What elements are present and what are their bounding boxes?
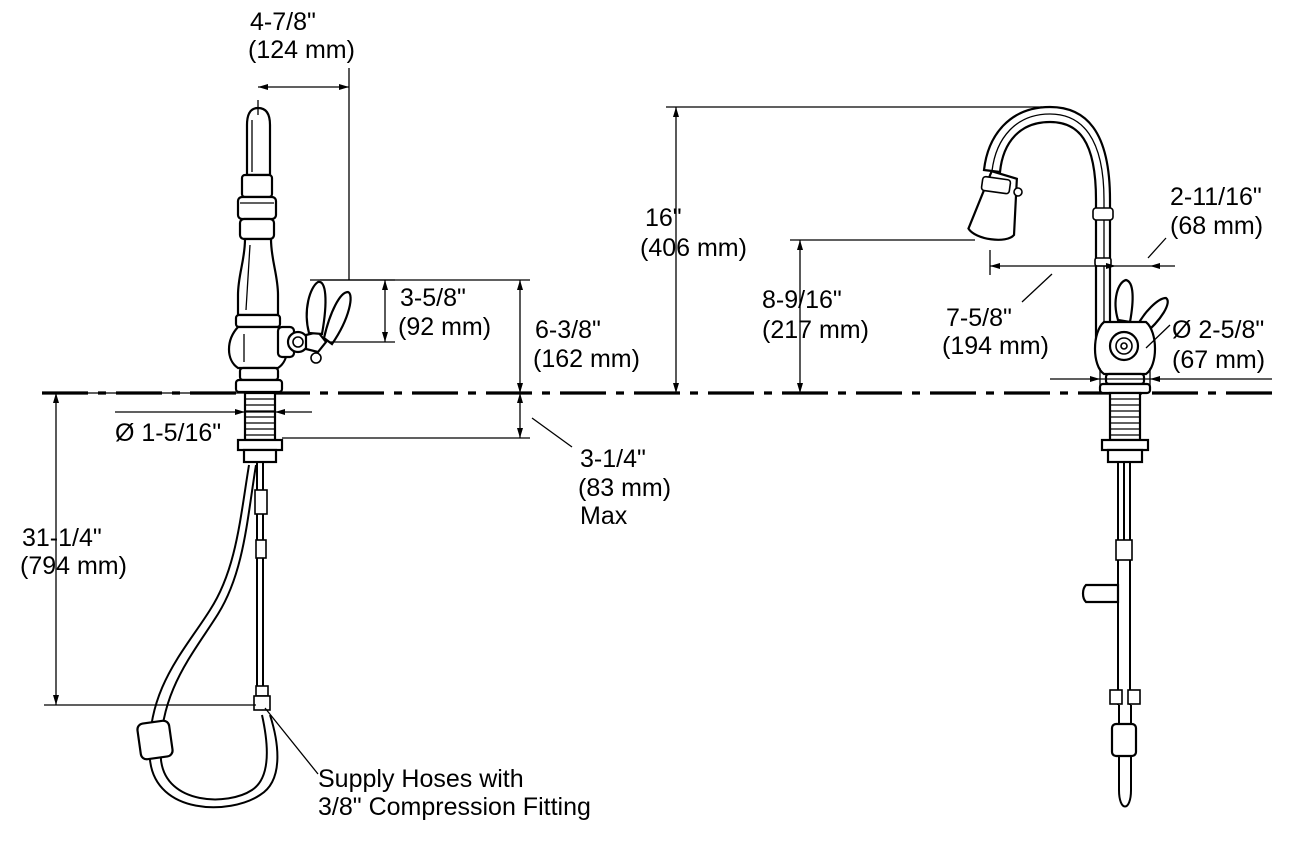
right-faucet-front-view — [967, 105, 1169, 808]
spray-clearance-mm: (217 mm) — [762, 316, 869, 344]
deck-thickness-inch: 3-1/4" — [580, 445, 646, 473]
base-diameter-inch: Ø 2-5/8" — [1172, 316, 1264, 344]
dimension-labels: 4-7/8" (124 mm) 3-5/8" (92 mm) 6-3/8" (1… — [20, 8, 1265, 821]
body-height-inch: 6-3/8" — [535, 316, 601, 344]
deck-thickness-mm: (83 mm) — [578, 474, 671, 502]
supply-note-line2: 3/8" Compression Fitting — [318, 793, 591, 821]
total-height-inch: 16" — [645, 204, 682, 232]
spray-offset-mm: (68 mm) — [1170, 212, 1263, 240]
body-height-mm: (162 mm) — [533, 345, 640, 373]
handle-height-mm: (92 mm) — [398, 313, 491, 341]
total-height-mm: (406 mm) — [640, 234, 747, 262]
handle-height-inch: 3-5/8" — [400, 284, 466, 312]
dimension-lines — [44, 68, 1272, 775]
spray-clearance-inch: 8-9/16" — [762, 286, 842, 314]
supply-note-line1: Supply Hoses with — [318, 765, 524, 793]
hose-length-mm: (794 mm) — [20, 552, 127, 580]
spray-offset-inch: 2-11/16" — [1170, 183, 1262, 211]
spout-reach-inch: 4-7/8" — [250, 8, 316, 36]
shank-diameter: Ø 1-5/16" — [115, 419, 221, 447]
base-diameter-mm: (67 mm) — [1172, 346, 1265, 374]
left-faucet-side-view — [136, 106, 352, 809]
spout-reach-mm: (124 mm) — [248, 36, 355, 64]
hose-length-inch: 31-1/4" — [22, 524, 102, 552]
spout-projection-mm: (194 mm) — [942, 332, 1049, 360]
deck-thickness-max: Max — [580, 502, 628, 530]
spout-projection-inch: 7-5/8" — [946, 304, 1012, 332]
